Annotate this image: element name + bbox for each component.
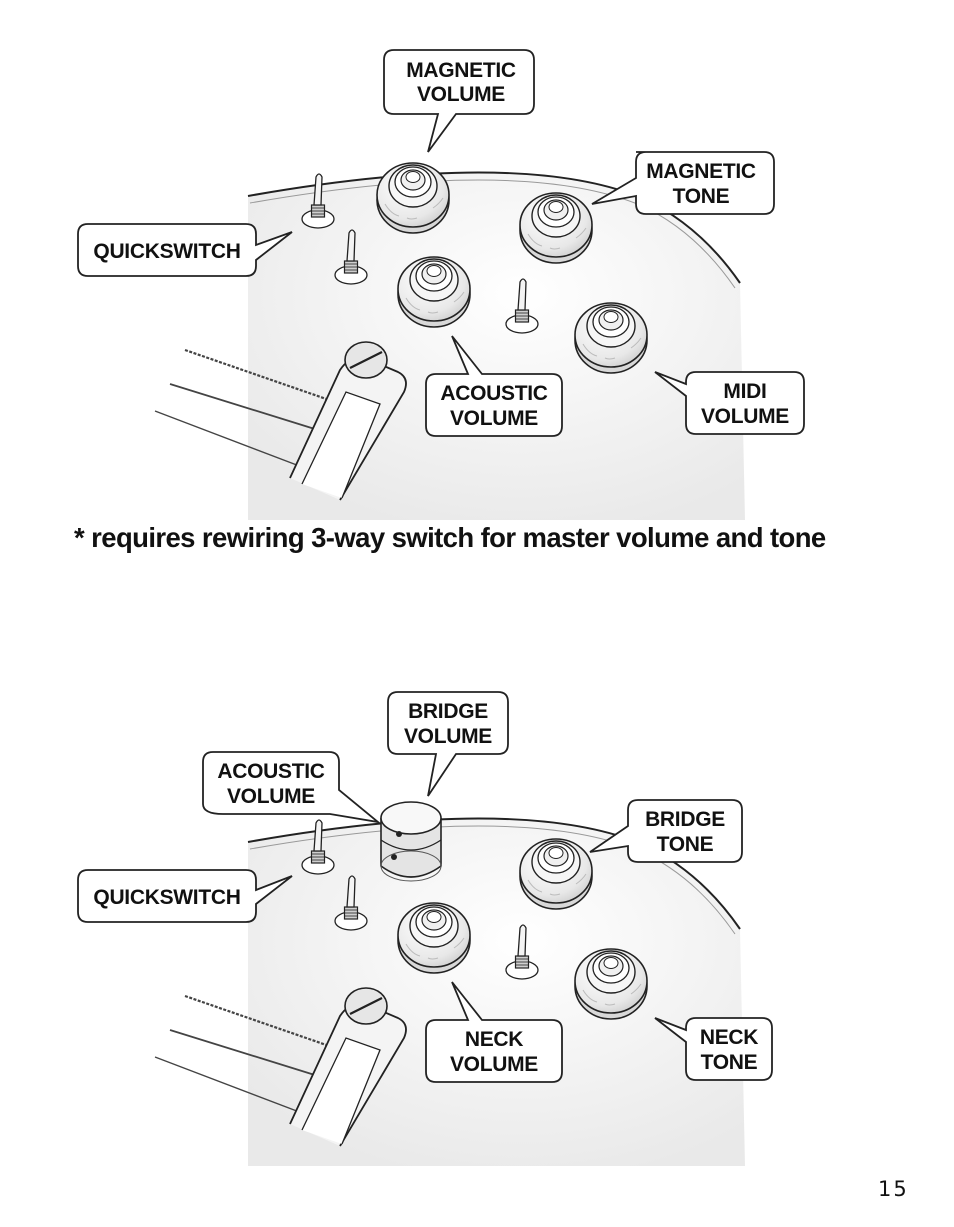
callout-label: VOLUME (701, 405, 789, 428)
callout-quickswitch: QUICKSWITCH (77, 869, 293, 923)
callout-bridge-volume: BRIDGE VOLUME (387, 691, 509, 797)
rewiring-note: * requires rewiring 3-way switch for mas… (74, 522, 826, 553)
callout-quickswitch: QUICKSWITCH (77, 223, 293, 277)
callout-label: VOLUME (450, 1053, 538, 1076)
magnetic-tone-knob-icon (519, 192, 593, 264)
callout-label: MAGNETIC (646, 160, 756, 183)
callout-acoustic-volume: ACOUSTIC VOLUME (202, 751, 382, 824)
callout-label: QUICKSWITCH (93, 886, 240, 909)
callout-magnetic-volume: MAGNETIC VOLUME (383, 49, 535, 153)
callout-label: MAGNETIC (406, 59, 516, 82)
callout-label: BRIDGE (408, 700, 488, 723)
bridge-tone-knob-icon (519, 838, 593, 910)
callout-label: QUICKSWITCH (93, 240, 240, 263)
callout-acoustic-volume: ACOUSTIC VOLUME (425, 335, 563, 437)
callout-label: ACOUSTIC (440, 382, 547, 405)
callout-label: TONE (673, 185, 730, 208)
guitar-body-edge (247, 171, 741, 284)
callout-bridge-tone: BRIDGE TONE (589, 799, 743, 863)
diagram-bottom: BRIDGE VOLUME ACOUSTIC VOLUME BRIDGE TON… (77, 691, 773, 1166)
callout-neck-tone: NECK TONE (654, 1017, 773, 1081)
callout-label: BRIDGE (645, 808, 725, 831)
callout-label: VOLUME (450, 407, 538, 430)
callout-label: ACOUSTIC (217, 760, 324, 783)
callout-neck-volume: NECK VOLUME (425, 981, 563, 1083)
callout-label: NECK (465, 1028, 523, 1051)
callout-midi-volume: MIDI VOLUME (654, 371, 805, 435)
magnetic-volume-knob-icon (376, 162, 450, 234)
callout-label: VOLUME (417, 83, 505, 106)
bridge-volume-knob-icon (380, 801, 442, 882)
midi-volume-knob-icon (574, 302, 648, 374)
callout-label: VOLUME (404, 725, 492, 748)
callout-magnetic-tone: MAGNETIC TONE (591, 151, 775, 215)
callout-label: MIDI (723, 380, 766, 403)
acoustic-volume-knob-icon (397, 256, 471, 328)
callout-label: VOLUME (227, 785, 315, 808)
diagram-top: MAGNETIC VOLUME MAGNETIC TONE QUICKSWITC… (77, 49, 805, 520)
guitar-body-edge (247, 817, 741, 930)
callout-label: TONE (701, 1051, 758, 1074)
callout-label: TONE (657, 833, 714, 856)
page-number: 15 (878, 1177, 909, 1201)
callout-label: NECK (700, 1026, 758, 1049)
neck-volume-knob-icon (397, 902, 471, 974)
neck-tone-knob-icon (574, 948, 648, 1020)
